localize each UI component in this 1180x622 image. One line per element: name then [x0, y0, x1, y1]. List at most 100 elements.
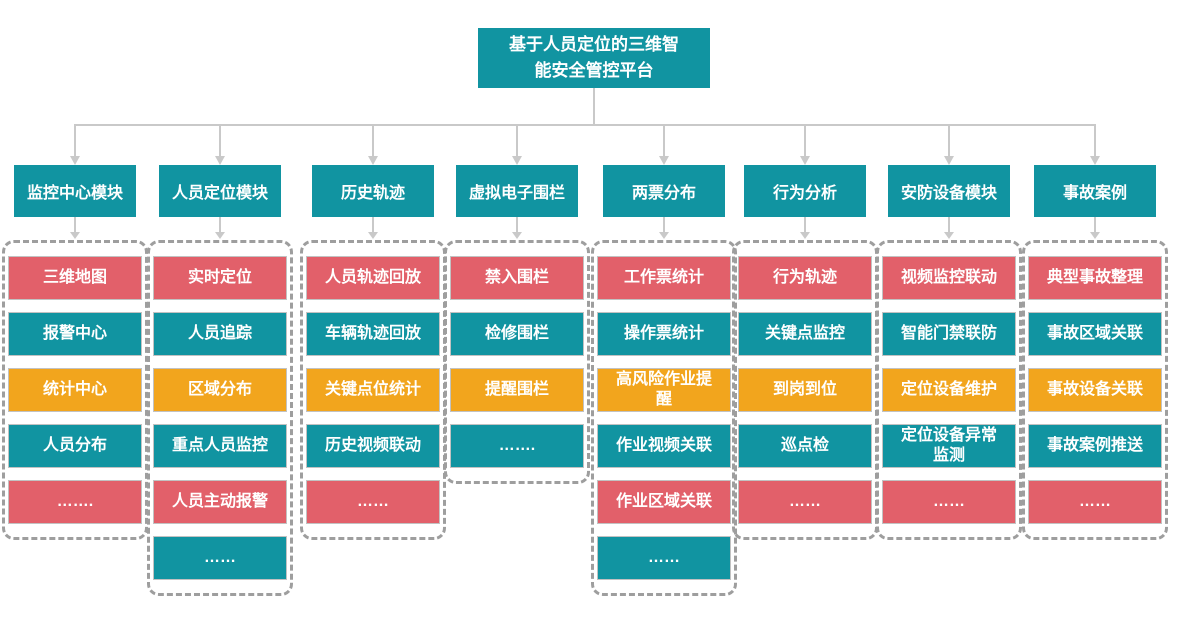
module-column: 两票分布工作票统计操作票统计高风险作业提醒作业视频关联作业区域关联…… [591, 165, 737, 596]
link-arrowhead-icon [800, 232, 810, 239]
feature-group: 视频监控联动智能门禁联防定位设备维护定位设备异常监测 …… [876, 240, 1022, 540]
feature-item: 人员追踪 [153, 312, 287, 356]
feature-item: ……. [450, 424, 584, 468]
feature-item: 报警中心 [8, 312, 142, 356]
link-line [516, 217, 518, 233]
feature-item: 高风险作业提醒 [597, 368, 731, 412]
module-header: 两票分布 [603, 165, 725, 217]
link-arrowhead-icon [659, 232, 669, 239]
module-header: 事故案例 [1034, 165, 1156, 217]
feature-group: 人员轨迹回放车辆轨迹回放关键点位统计历史视频联动 …… [300, 240, 446, 540]
feature-item: 关键点监控 [738, 312, 872, 356]
feature-item: …… [597, 536, 731, 580]
feature-item: 事故设备关联 [1028, 368, 1162, 412]
branch-arrowhead-icon [659, 156, 669, 165]
feature-item: 三维地图 [8, 256, 142, 300]
feature-group: 禁入围栏检修围栏提醒围栏 ……. [444, 240, 590, 484]
feature-item: 工作票统计 [597, 256, 731, 300]
branch-drop-line [219, 124, 221, 156]
header-group-link [603, 217, 725, 240]
module-column: 行为分析行为轨迹关键点监控到岗到位巡点检…… [732, 165, 878, 540]
module-header: 虚拟电子围栏 [456, 165, 578, 217]
feature-item: 典型事故整理 [1028, 256, 1162, 300]
module-header: 行为分析 [744, 165, 866, 217]
header-group-link [888, 217, 1010, 240]
branch-drop-line [74, 124, 76, 156]
branch-arrowhead-icon [215, 156, 225, 165]
branch-arrowhead-icon [800, 156, 810, 165]
feature-item: 检修围栏 [450, 312, 584, 356]
feature-item: 历史视频联动 [306, 424, 440, 468]
module-column: 事故案例典型事故整理事故区域关联事故设备关联事故案例推送…… [1022, 165, 1168, 540]
feature-item: …… [153, 536, 287, 580]
feature-item: 智能门禁联防 [882, 312, 1016, 356]
link-line [372, 217, 374, 233]
feature-item: 事故案例推送 [1028, 424, 1162, 468]
branch-drop-line [372, 124, 374, 156]
link-arrowhead-icon [215, 232, 225, 239]
branch-drop-line [516, 124, 518, 156]
module-column: 人员定位模块实时定位人员追踪区域分布重点人员监控人员主动报警…… [147, 165, 293, 596]
root-stem-line [593, 88, 595, 124]
link-arrowhead-icon [70, 232, 80, 239]
feature-item: 事故区域关联 [1028, 312, 1162, 356]
feature-item: 关键点位统计 [306, 368, 440, 412]
feature-item: 作业区域关联 [597, 480, 731, 524]
bus-line [75, 124, 1096, 126]
module-header: 历史轨迹 [312, 165, 434, 217]
link-line [1094, 217, 1096, 233]
branch-arrowhead-icon [512, 156, 522, 165]
feature-item: 重点人员监控 [153, 424, 287, 468]
feature-item: 提醒围栏 [450, 368, 584, 412]
feature-item: 定位设备维护 [882, 368, 1016, 412]
feature-item: 统计中心 [8, 368, 142, 412]
header-group-link [456, 217, 578, 240]
feature-item: 人员主动报警 [153, 480, 287, 524]
feature-item: 禁入围栏 [450, 256, 584, 300]
header-group-link [159, 217, 281, 240]
link-arrowhead-icon [944, 232, 954, 239]
module-header: 安防设备模块 [888, 165, 1010, 217]
link-line [663, 217, 665, 233]
module-header: 人员定位模块 [159, 165, 281, 217]
feature-group: 典型事故整理事故区域关联事故设备关联事故案例推送…… [1022, 240, 1168, 540]
feature-item: ……. [8, 480, 142, 524]
header-group-link [312, 217, 434, 240]
feature-item: 视频监控联动 [882, 256, 1016, 300]
header-group-link [744, 217, 866, 240]
link-line [219, 217, 221, 233]
branch-arrowhead-icon [1090, 156, 1100, 165]
feature-group: 工作票统计操作票统计高风险作业提醒作业视频关联作业区域关联…… [591, 240, 737, 596]
branch-drop-line [1094, 124, 1096, 156]
feature-item: 到岗到位 [738, 368, 872, 412]
feature-item: 行为轨迹 [738, 256, 872, 300]
root-title-node: 基于人员定位的三维智能安全管控平台 [478, 28, 710, 88]
branch-drop-line [804, 124, 806, 156]
feature-item: 巡点检 [738, 424, 872, 468]
branch-arrowhead-icon [70, 156, 80, 165]
feature-item: 人员轨迹回放 [306, 256, 440, 300]
link-line [74, 217, 76, 233]
feature-item: 车辆轨迹回放 [306, 312, 440, 356]
header-group-link [1034, 217, 1156, 240]
module-column: 历史轨迹人员轨迹回放车辆轨迹回放关键点位统计历史视频联动 …… [300, 165, 446, 540]
header-group-link [14, 217, 136, 240]
feature-item: 区域分布 [153, 368, 287, 412]
branch-drop-line [948, 124, 950, 156]
module-header: 监控中心模块 [14, 165, 136, 217]
feature-item: 人员分布 [8, 424, 142, 468]
link-arrowhead-icon [368, 232, 378, 239]
feature-item: …… [306, 480, 440, 524]
feature-group: 行为轨迹关键点监控到岗到位巡点检…… [732, 240, 878, 540]
link-line [804, 217, 806, 233]
feature-group: 实时定位人员追踪区域分布重点人员监控人员主动报警…… [147, 240, 293, 596]
branch-arrowhead-icon [944, 156, 954, 165]
link-arrowhead-icon [1090, 232, 1100, 239]
feature-item: 操作票统计 [597, 312, 731, 356]
module-column: 安防设备模块视频监控联动智能门禁联防定位设备维护定位设备异常监测 …… [876, 165, 1022, 540]
branch-arrowhead-icon [368, 156, 378, 165]
feature-item: 定位设备异常监测 [882, 424, 1016, 468]
module-column: 虚拟电子围栏禁入围栏检修围栏提醒围栏 ……. [444, 165, 590, 484]
feature-item: …… [882, 480, 1016, 524]
